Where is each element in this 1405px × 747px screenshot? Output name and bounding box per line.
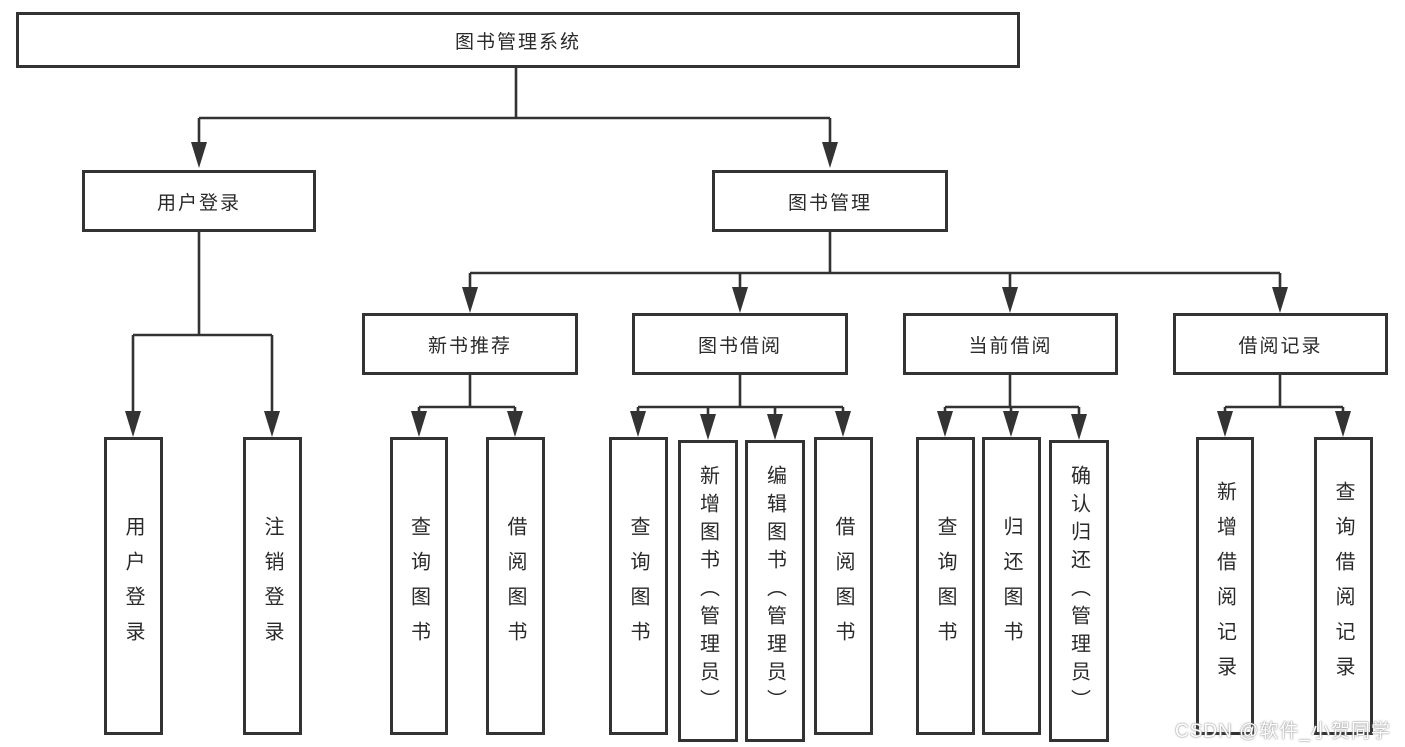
- node-book-management: 图书管理: [712, 170, 948, 232]
- leaf-borrow-books: 借阅图书: [486, 437, 545, 735]
- node-current-borrowing: 当前借阅: [903, 313, 1118, 375]
- arrowheads-level3: [462, 287, 1288, 313]
- leaf-logout: 注销登录: [243, 437, 302, 735]
- connector-newbook-to-leaves: [417, 375, 517, 413]
- connector-records-to-leaves: [1223, 375, 1345, 413]
- connector-bookmgmt-to-level3: [468, 232, 1282, 289]
- connector-root-to-level2: [197, 68, 832, 144]
- connector-userlogin-to-leaves: [131, 232, 274, 413]
- node-new-book-recommendation: 新书推荐: [362, 313, 578, 375]
- node-borrowing-records: 借阅记录: [1173, 313, 1388, 375]
- arrowheads-records-leaves: [1217, 411, 1351, 437]
- leaf-add-borrow-record: 新增借阅记录: [1196, 437, 1254, 735]
- node-user-login: 用户登录: [82, 170, 316, 232]
- leaf-borrow-books: 借阅图书: [814, 437, 873, 735]
- leaf-query-books: 查询图书: [916, 437, 975, 735]
- node-library-management-system: 图书管理系统: [16, 12, 1020, 68]
- leaf-confirm-return-admin: 确认归还（管理员）: [1049, 440, 1109, 742]
- leaf-add-books-admin: 新增图书（管理员）: [678, 440, 738, 742]
- leaf-query-books: 查询图书: [609, 437, 668, 735]
- connector-current-to-leaves: [943, 375, 1081, 416]
- node-book-borrowing: 图书借阅: [632, 313, 848, 375]
- arrowheads-userlogin-leaves: [125, 411, 280, 437]
- connector-borrow-to-leaves: [636, 375, 845, 416]
- leaf-return-books: 归还图书: [982, 437, 1041, 735]
- arrowheads-newbook-leaves: [411, 411, 523, 437]
- arrowheads-current-leaves: [937, 411, 1087, 440]
- leaf-query-books: 查询图书: [390, 437, 448, 735]
- arrowheads-level2: [191, 142, 838, 168]
- arrowheads-borrow-leaves: [630, 411, 851, 440]
- leaf-edit-books-admin: 编辑图书（管理员）: [745, 440, 805, 742]
- leaf-user-login: 用户登录: [104, 437, 163, 735]
- leaf-query-borrow-record: 查询借阅记录: [1314, 437, 1373, 735]
